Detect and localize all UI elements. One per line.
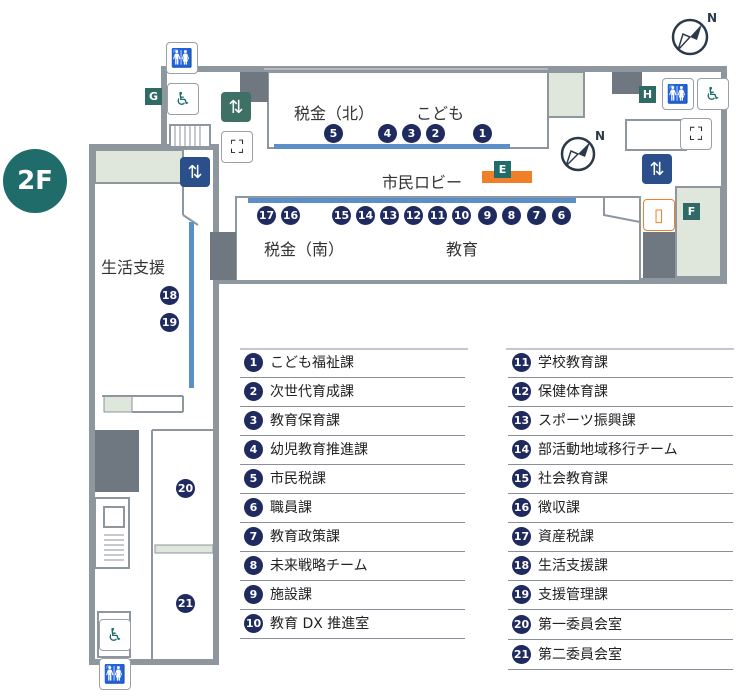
core-area-e — [675, 186, 722, 278]
map-marker: 20 — [176, 479, 195, 498]
compass-icon-lobby: N — [560, 129, 605, 172]
map-marker: 3 — [402, 124, 421, 143]
elevator-icon: ⇅ — [221, 92, 251, 122]
escalator-icon: ⛶ — [221, 131, 253, 163]
escalator-icon-east: ⛶ — [680, 118, 712, 150]
map-marker: 9 — [478, 206, 497, 225]
wheelchair-icon: ♿ — [167, 83, 199, 115]
room-label-zeikin-kita: 税金（北） — [294, 104, 375, 123]
map-marker: 17 — [257, 206, 276, 225]
room-label-kodomo: こども — [416, 104, 465, 123]
map-marker: 11 — [428, 206, 447, 225]
floor-badge: 2F — [3, 149, 67, 213]
room-label-kyoiku: 教育 — [446, 240, 479, 259]
elevator-icon-west: ⇅ — [180, 157, 210, 187]
map-marker: 16 — [281, 206, 300, 225]
map-marker: 19 — [160, 313, 179, 332]
north-office-block — [267, 71, 549, 149]
letter-e: E — [494, 161, 511, 178]
small-room-w — [103, 395, 133, 413]
wheelchair-icon-east: ♿ — [697, 78, 729, 110]
map-marker: 4 — [378, 124, 397, 143]
letter-g: G — [145, 88, 162, 105]
map-marker: 15 — [332, 206, 351, 225]
restroom-icon-east: 🚻 — [662, 78, 694, 110]
map-marker: 2 — [426, 124, 445, 143]
elevator-icon-east: ⇅ — [642, 154, 672, 184]
map-marker: 18 — [160, 286, 179, 305]
core-area-ne — [547, 71, 585, 118]
map-marker: 8 — [502, 206, 521, 225]
map-marker: 5 — [324, 124, 343, 143]
room-label-seikatsu-shien: 生活支援 — [101, 258, 166, 277]
vending-icon: ▯ — [643, 199, 675, 231]
room-label-zeikin-minami: 税金（南） — [264, 240, 345, 259]
core-area-w — [94, 149, 184, 184]
map-marker: 21 — [176, 594, 195, 613]
map-marker: 1 — [473, 124, 492, 143]
restroom-icon-sw: 🚻 — [99, 658, 131, 690]
svg-text:N: N — [595, 129, 605, 143]
counter-strip-south — [248, 198, 576, 203]
counter-strip-west — [189, 222, 194, 388]
wheelchair-icon-sw: ♿ — [99, 619, 131, 651]
map-marker: 12 — [404, 206, 423, 225]
letter-f: F — [683, 203, 700, 220]
room-label-shimin-lobby: 市民ロビー — [382, 173, 463, 192]
map-marker: 6 — [552, 206, 571, 225]
map-marker: 13 — [380, 206, 399, 225]
svg-text:N: N — [707, 11, 717, 25]
compass-icon: N — [671, 11, 717, 56]
letter-h: H — [639, 86, 656, 103]
counter-strip-north — [274, 144, 510, 149]
restroom-icon: 🚻 — [166, 42, 198, 74]
map-marker: 14 — [356, 206, 375, 225]
map-marker: 7 — [527, 206, 546, 225]
map-marker: 10 — [452, 206, 471, 225]
